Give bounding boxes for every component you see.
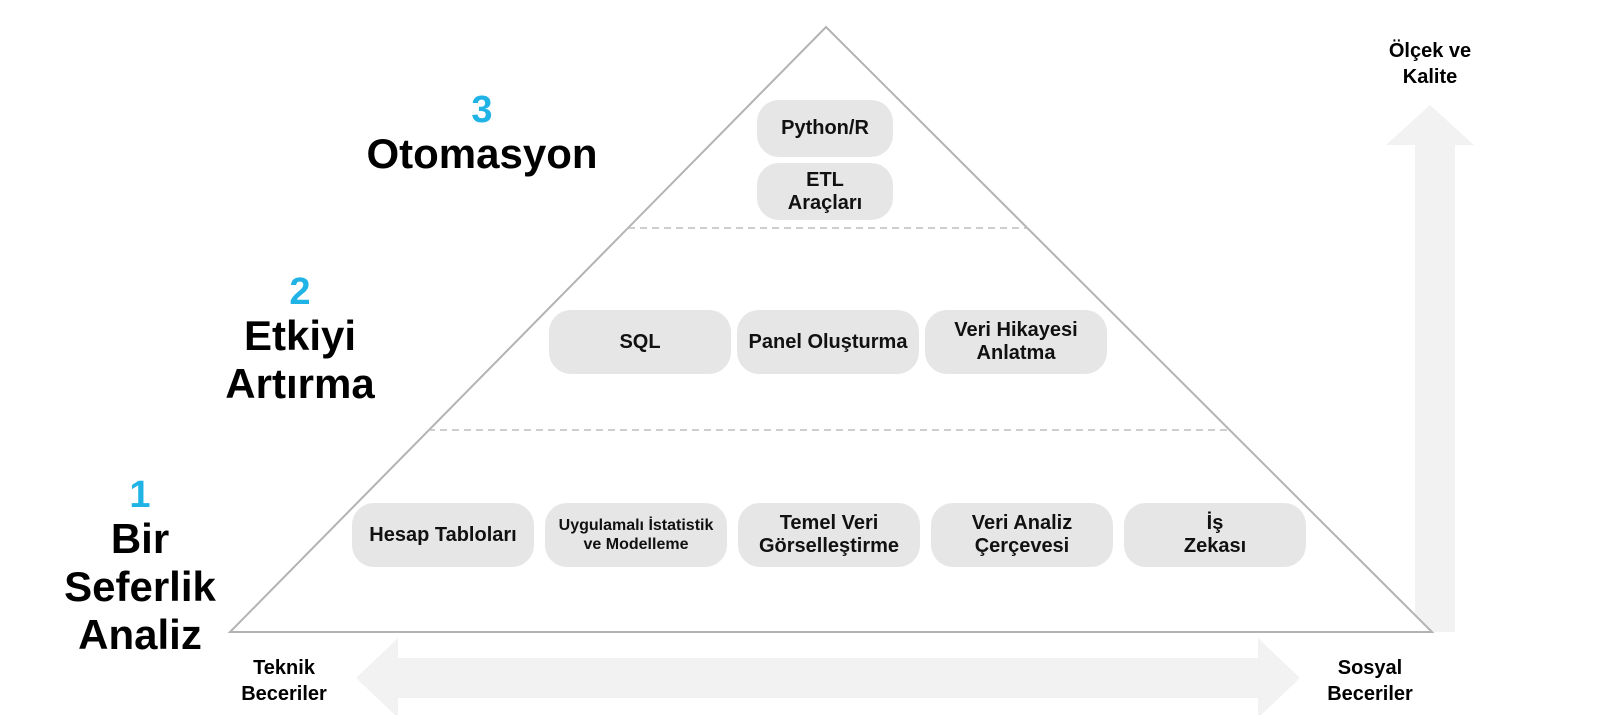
skill-sql: SQL (549, 310, 731, 374)
horizontal-arrow (356, 638, 1300, 715)
skill-dashboard: Panel Oluşturma (737, 310, 919, 374)
level-2-label: 2 Etkiyi Artırma (200, 272, 400, 408)
level-2-name: Etkiyi Artırma (225, 312, 375, 407)
level-2-number: 2 (289, 271, 311, 313)
skill-etl-tools: ETL Araçları (757, 163, 893, 220)
skill-business-intelligence: İş Zekası (1124, 503, 1306, 567)
skill-spreadsheets: Hesap Tabloları (352, 503, 534, 567)
skill-data-visualization: Temel Veri Görselleştirme (738, 503, 920, 567)
level-1-label: 1 Bir Seferlik Analiz (50, 475, 230, 659)
left-axis-label: Teknik Beceriler (241, 657, 327, 705)
right-axis-label: Sosyal Beceriler (1327, 657, 1413, 705)
level-3-number: 3 (471, 89, 493, 131)
level-3-name: Otomasyon (366, 130, 598, 177)
level-1-number: 1 (129, 474, 151, 516)
vertical-axis-label: Ölçek ve Kalite (1388, 40, 1472, 88)
level-1-name: Bir Seferlik Analiz (64, 515, 216, 658)
level-3-label: 3 Otomasyon (362, 90, 602, 178)
skill-analysis-framework: Veri Analiz Çerçevesi (931, 503, 1113, 567)
skill-python-r: Python/R (757, 100, 893, 157)
skill-data-storytelling: Veri Hikayesi Anlatma (925, 310, 1107, 374)
skill-applied-statistics: Uygulamalı İstatistik ve Modelleme (545, 503, 727, 567)
vertical-arrow (1386, 105, 1474, 632)
